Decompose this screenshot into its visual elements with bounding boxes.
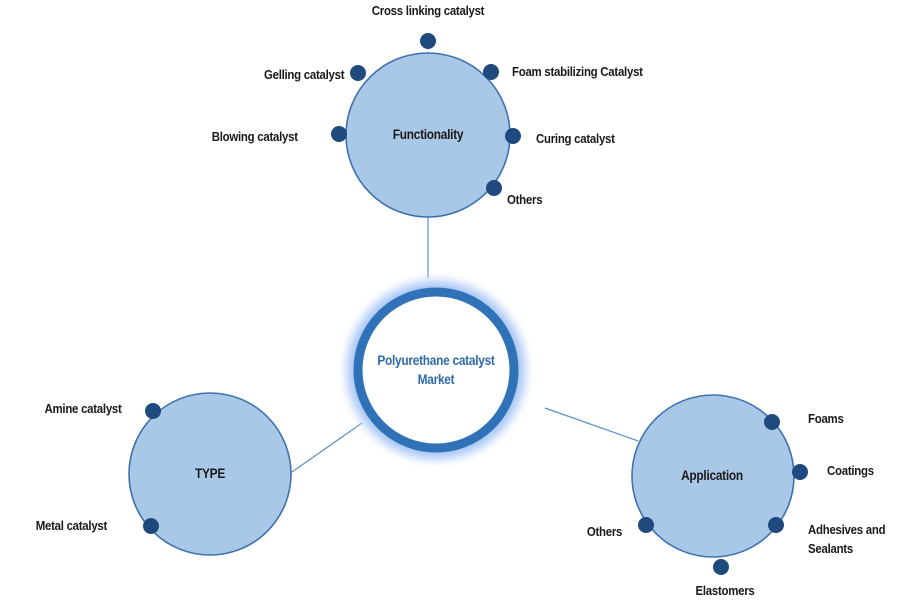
label-foams: Foams [808, 411, 844, 426]
center-title-line1: Polyurethane catalyst [377, 353, 495, 368]
hub-title-application: Application [681, 468, 743, 483]
label-functionality-others: Others [507, 192, 543, 207]
center-title: Polyurethane catalyst Market [374, 351, 497, 389]
center-title-line2: Market [417, 372, 455, 387]
label-application-others: Others [586, 524, 623, 539]
label-metal: Metal catalyst [35, 518, 108, 533]
node-coatings[interactable] [792, 464, 808, 480]
connector-type [291, 422, 363, 473]
label-cross-linking: Cross linking catalyst [371, 3, 485, 18]
label-blowing: Blowing catalyst [211, 129, 298, 144]
node-foam-stabilizing[interactable] [483, 64, 499, 80]
node-curing[interactable] [505, 128, 521, 144]
node-foams[interactable] [764, 414, 780, 430]
node-blowing[interactable] [331, 126, 347, 142]
label-curing: Curing catalyst [536, 131, 615, 146]
node-amine[interactable] [145, 403, 161, 419]
connector-application [544, 407, 639, 442]
label-amine: Amine catalyst [44, 401, 122, 416]
node-elastomers[interactable] [713, 559, 729, 575]
label-sealants: Sealants [808, 541, 853, 556]
label-elastomers: Elastomers [695, 583, 755, 598]
node-metal[interactable] [143, 518, 159, 534]
hub-type[interactable] [128, 392, 292, 556]
label-gelling: Gelling catalyst [263, 67, 345, 82]
node-adhesives-sealants[interactable] [768, 517, 784, 533]
node-functionality-others[interactable] [486, 180, 502, 196]
label-foam-stabilizing: Foam stabilizing Catalyst [512, 64, 643, 79]
hub-title-functionality: Functionality [392, 127, 464, 142]
node-gelling[interactable] [350, 65, 366, 81]
label-adhesives: Adhesives and [808, 522, 886, 537]
center-node[interactable] [353, 287, 519, 453]
hub-title-type: TYPE [195, 466, 225, 481]
node-cross-linking[interactable] [420, 33, 436, 49]
node-application-others[interactable] [638, 517, 654, 533]
label-coatings: Coatings [827, 463, 874, 478]
